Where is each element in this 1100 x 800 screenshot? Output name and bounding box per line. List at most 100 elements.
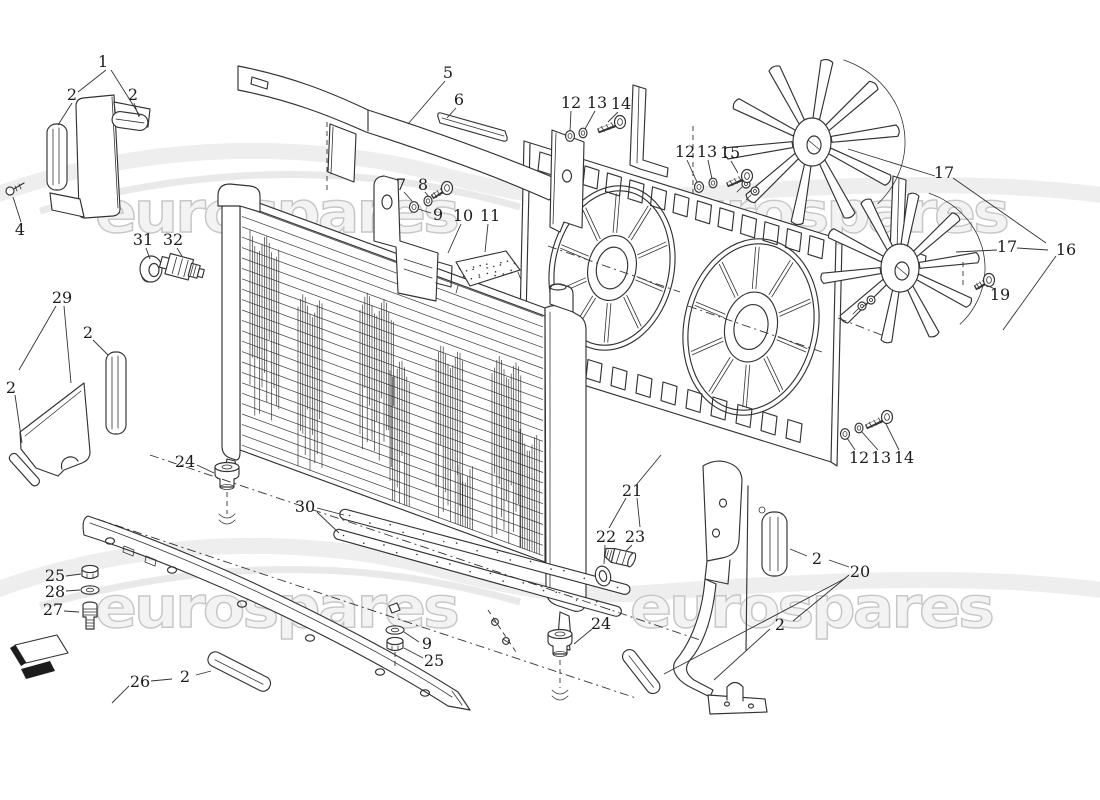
rubber-mount-24 <box>214 466 240 488</box>
part-callout-20: 20 <box>850 562 870 581</box>
upper-crossmember <box>237 65 585 233</box>
part-callout-30: 30 <box>295 497 315 516</box>
leader-line <box>603 544 606 565</box>
part-callout-13: 13 <box>871 448 891 467</box>
leader-line <box>608 497 627 529</box>
center-lines <box>96 122 964 699</box>
radiator <box>217 183 587 651</box>
part-callout-2: 2 <box>6 378 16 397</box>
part-callout-2: 2 <box>67 85 77 104</box>
leader-line <box>607 111 619 123</box>
washer <box>708 177 718 189</box>
leader-line <box>447 223 462 254</box>
part-callout-2: 2 <box>775 615 785 634</box>
thermo-switch-32 <box>158 252 205 281</box>
radiator-top-bracket <box>373 175 453 302</box>
part-callout-23: 23 <box>625 527 645 546</box>
part-callout-12: 12 <box>849 448 869 467</box>
part-callout-11: 11 <box>480 206 500 225</box>
bolt-head <box>613 114 627 130</box>
part-callout-4: 4 <box>15 220 25 239</box>
leader-line <box>77 69 107 93</box>
leader-line <box>65 573 82 577</box>
part-callout-19: 19 <box>990 285 1010 304</box>
leader-line <box>63 305 72 384</box>
crossmember-end-plate <box>549 129 585 233</box>
part-callout-2: 2 <box>180 667 190 686</box>
washer <box>408 201 420 213</box>
washer <box>854 422 864 434</box>
drain-grommet-22 <box>594 565 612 587</box>
leader-line <box>484 223 489 253</box>
lower-crossmember <box>82 515 471 711</box>
washer <box>693 181 705 193</box>
part-callout-25: 25 <box>45 566 65 585</box>
part-callout-31: 31 <box>133 230 153 249</box>
leader-line <box>446 107 457 119</box>
fan-shroud <box>518 84 927 467</box>
leader-line <box>636 454 662 485</box>
leader-line <box>195 670 212 676</box>
flat-washer <box>80 585 100 595</box>
washer <box>839 428 851 440</box>
part-callout-13: 13 <box>697 142 717 161</box>
watermark-text: eurospares <box>630 575 992 641</box>
part-callout-16: 16 <box>1056 240 1076 259</box>
leader-line <box>707 159 713 180</box>
bolt-head <box>880 409 894 425</box>
mounting-pad-11 <box>455 250 522 294</box>
part-callout-9: 9 <box>433 205 443 224</box>
leader-line <box>846 437 856 451</box>
part-callout-2: 2 <box>83 323 93 342</box>
rubber-mounts <box>214 461 573 657</box>
part-callout-2: 2 <box>128 85 138 104</box>
part-callout-28: 28 <box>45 582 65 601</box>
part-callout-27: 27 <box>43 600 63 619</box>
leader-line <box>316 507 345 516</box>
part-callout-17: 17 <box>934 163 954 182</box>
leader-line <box>110 69 141 117</box>
radiator-left-cap <box>217 183 261 213</box>
part-callout-10: 10 <box>453 206 473 225</box>
leader-line <box>63 610 80 613</box>
leader-line <box>316 511 340 534</box>
cooling-fans <box>724 58 986 344</box>
fan-mount-strip <box>629 84 669 178</box>
washer <box>578 127 588 139</box>
rubber-pad <box>105 351 127 435</box>
leader-line <box>625 544 633 552</box>
leader-line <box>14 394 23 444</box>
leader-line <box>730 160 739 174</box>
leader-line <box>150 678 173 682</box>
leader-line <box>792 574 850 622</box>
mount-clips <box>218 513 569 701</box>
leader-line <box>636 497 641 528</box>
leader-line <box>686 159 698 183</box>
right-side-bracket <box>621 460 788 715</box>
direction-arrow-icon <box>10 634 69 679</box>
leader-line <box>18 305 57 371</box>
leader-line <box>92 339 109 356</box>
rubber-pad <box>46 123 68 191</box>
part-callout-25: 25 <box>424 651 444 670</box>
leader-line <box>403 191 413 202</box>
part-callout-13: 13 <box>587 93 607 112</box>
stud-stack <box>388 602 401 614</box>
washer <box>423 195 433 207</box>
leader-line <box>789 548 808 557</box>
leader-line <box>133 102 140 118</box>
part-callout-21: 21 <box>622 481 642 500</box>
part-callout-29: 29 <box>52 288 72 307</box>
part-callout-26: 26 <box>130 672 150 691</box>
flat-washer <box>385 625 405 635</box>
bottom-left-hardware <box>80 114 996 652</box>
rubber-mount-24 <box>547 633 573 655</box>
radiator-left-tank <box>221 196 241 461</box>
leader-line <box>403 647 424 659</box>
leader-line <box>145 247 151 260</box>
leader-line <box>424 191 430 198</box>
part-callout-32: 32 <box>163 230 183 249</box>
leader-line <box>584 110 596 130</box>
part-callout-15: 15 <box>720 143 740 162</box>
left-side-bracket <box>8 351 127 487</box>
